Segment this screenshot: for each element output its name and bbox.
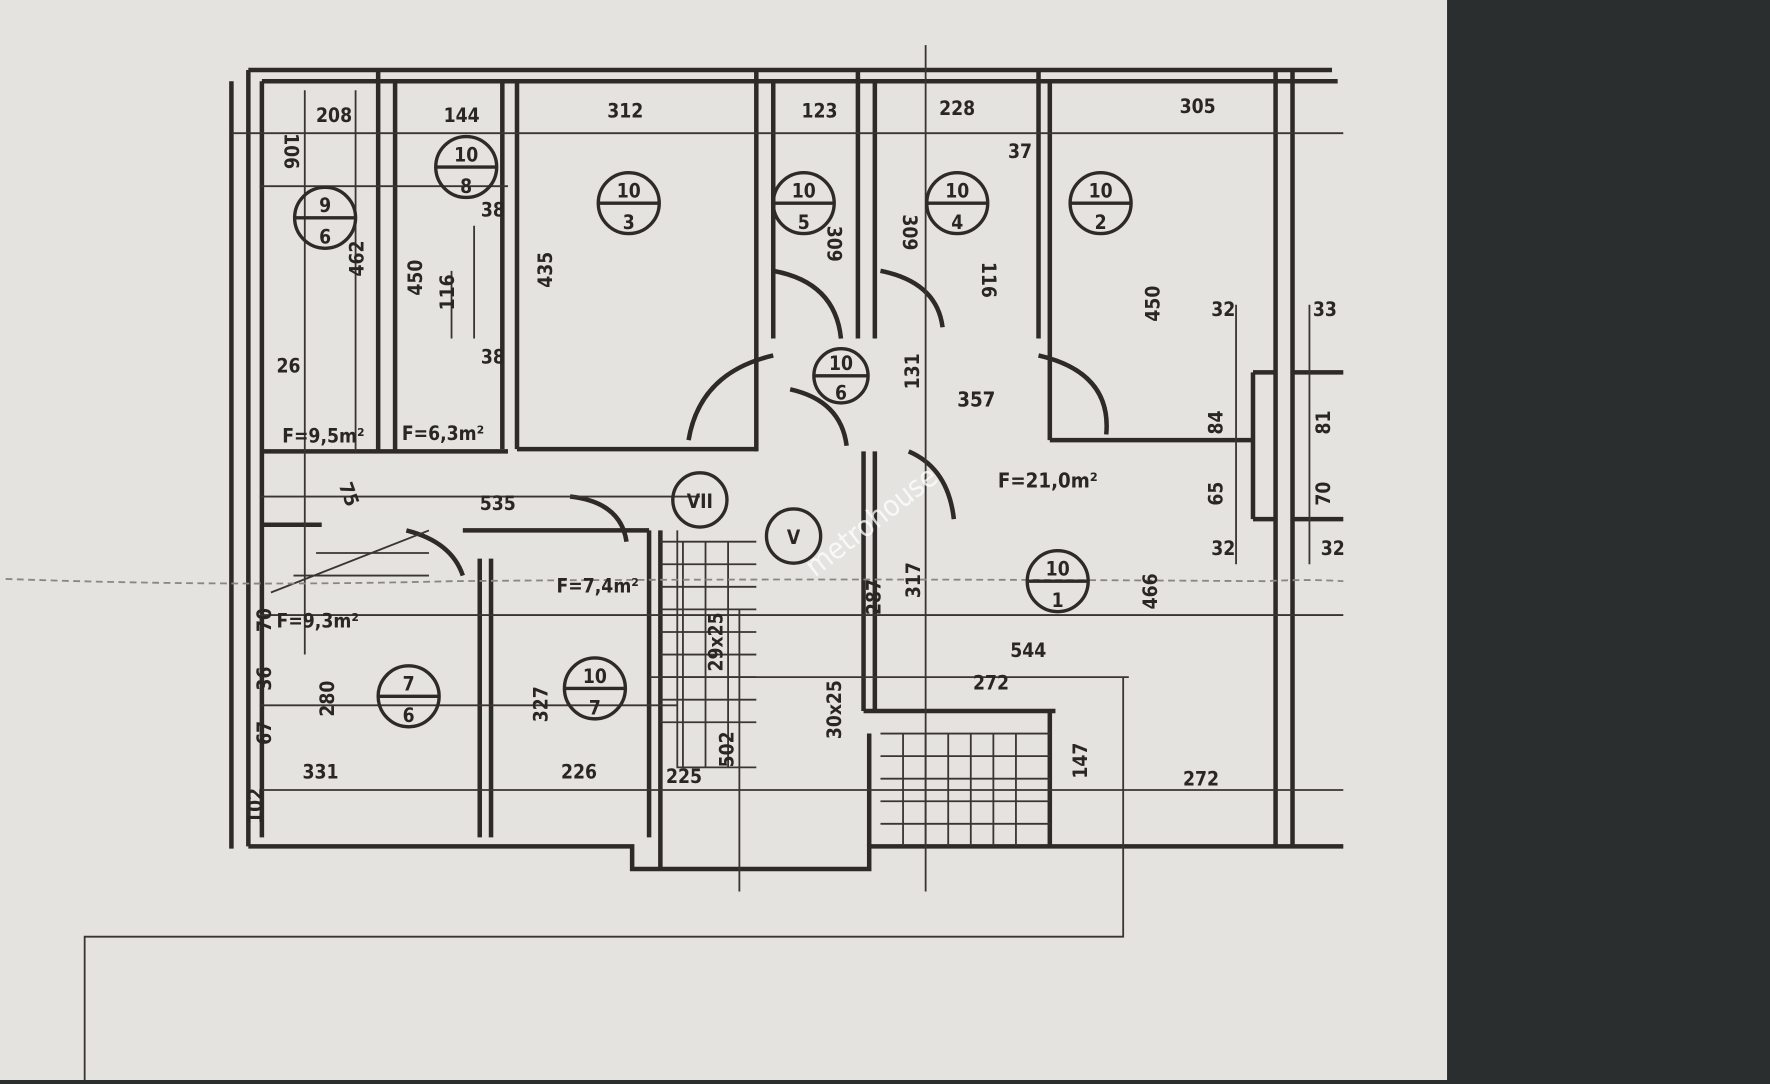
dimension-lines [5,45,1344,1080]
dimension: 102 [244,788,267,824]
room-number-bottom: 4 [951,211,963,234]
dimension: 38 [481,199,505,222]
dimension: 287 [862,579,885,615]
dimension: 305 [1180,95,1216,118]
room-number-top: 10 [454,143,478,166]
dimension: 32 [1211,537,1235,560]
dimension: 147 [1069,743,1092,779]
dimension: 502 [716,731,739,767]
zone-label: V [787,526,801,549]
room-number-top: 10 [1089,179,1113,202]
room-number-top: 10 [617,179,641,202]
dimension: 544 [1010,639,1046,662]
room-markers [292,134,1133,729]
dimension: 466 [1139,573,1162,609]
paper-sheet [0,0,1448,1080]
dimension: 67 [253,721,276,745]
horizontal-dimensions: 208 144 312 123 228 305 357 535 544 272 … [277,95,1345,791]
dimension: 535 [480,492,516,515]
dimension: 272 [973,672,1009,695]
area-labels: F=21,0m² F=9,5m² F=6,3m² F=7,4m² F=9,3m² [277,422,1098,632]
room-number-top: 10 [1046,558,1070,581]
dimension: 38 [481,345,505,368]
dimension: 462 [345,240,368,276]
dimension: 84 [1205,410,1228,434]
dimension: 144 [444,104,480,127]
dimension: 65 [1205,482,1228,506]
room-number-top: 10 [792,179,816,202]
dimension: 32 [1321,537,1345,560]
dimension: 116 [977,262,1000,298]
dimension: 123 [801,99,837,122]
dimension: 435 [534,252,557,288]
dimension: 32 [1211,298,1235,321]
area-label: F=6,3m² [402,422,484,445]
dimension: 70 [1312,482,1335,506]
dimension: 309 [822,226,845,262]
dimension: 228 [939,97,975,120]
room-numbers: 10 3 10 5 10 4 10 2 9 6 10 8 10 6 10 1 7 6 10 7 VI… [319,143,1113,727]
area-label: F=7,4m² [557,574,639,597]
area-label: F=9,5m² [282,424,364,447]
room-number-top: 9 [319,194,331,217]
room-number-bottom: 8 [460,175,472,198]
dimension: 208 [316,104,352,127]
dimension: 280 [316,681,339,717]
room-number-top: 10 [945,179,969,202]
dimension: 272 [1183,767,1219,790]
area-label: F=21,0m² [998,469,1098,493]
dimension: 309 [898,214,921,250]
walls [229,67,1344,872]
room-number-bottom: 6 [835,382,847,405]
room-number-bottom: 7 [589,696,601,719]
room-number-bottom: 1 [1052,589,1064,612]
room-number-top: 10 [829,352,853,375]
dimension: 37 [1008,140,1032,163]
dimension: 26 [277,354,301,377]
dimension: 81 [1312,410,1335,434]
vertical-dimensions: 106 462 450 116 435 309 309 116 450 131 … [244,133,1335,824]
zone-label: VII [687,490,713,513]
room-number-bottom: 5 [798,211,810,234]
room-number-top: 7 [403,673,415,696]
area-label: F=9,3m² [277,609,359,632]
dimension: 30x25 [823,680,846,739]
dimension: 226 [561,761,597,784]
room-number-bottom: 3 [623,211,635,234]
room-number-bottom: 2 [1095,211,1107,234]
dimension: 312 [607,99,643,122]
dimension: 331 [303,761,339,784]
dimension: 116 [436,274,459,310]
dimension: 36 [253,667,276,691]
dimension: 70 [253,608,276,632]
room-number-top: 10 [583,665,607,688]
dimension: 450 [1141,286,1164,322]
dark-background [1447,0,1770,1080]
room-number-bottom: 6 [319,226,331,249]
dimension: 131 [901,353,924,389]
dimension: 33 [1313,298,1337,321]
dimension: 106 [279,133,302,169]
dimension: 225 [666,765,702,788]
dimension: 327 [529,686,552,722]
dimension: 29x25 [704,612,727,671]
room-number-bottom: 6 [403,704,415,727]
dimension: 317 [902,562,925,598]
dimension: 450 [404,260,427,296]
dimension: 357 [957,387,995,411]
